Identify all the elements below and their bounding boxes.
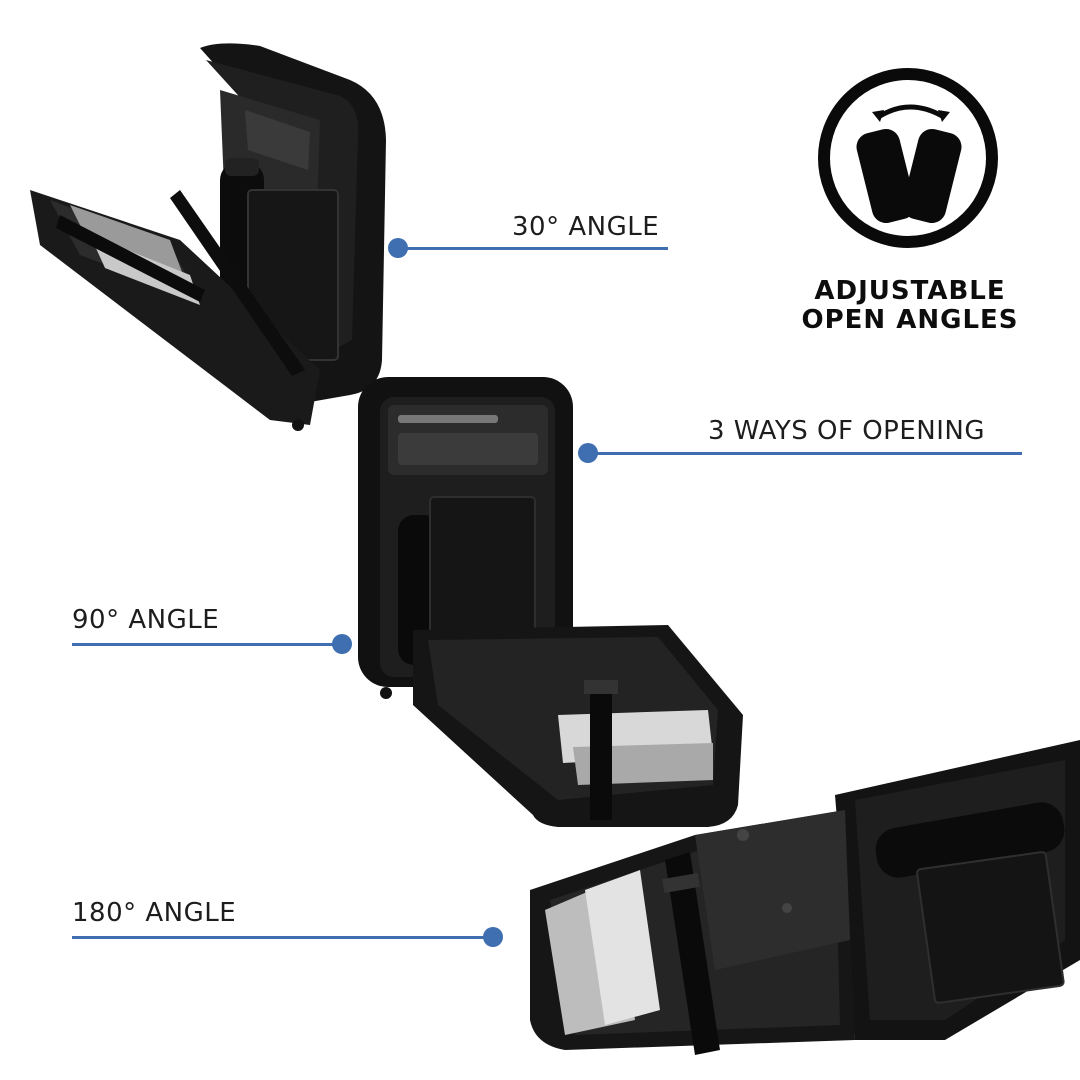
callout-line-30-angle — [398, 247, 668, 250]
callout-dot-180-angle — [483, 927, 503, 947]
callout-dot-30-angle — [388, 238, 408, 258]
backpack-30-degree-photo — [30, 43, 386, 431]
callout-label-30-angle: 30° ANGLE — [512, 212, 660, 242]
callout-line-180-angle — [72, 936, 492, 939]
adjustable-angle-icon — [856, 104, 962, 223]
callout-label-3-ways: 3 WAYS OF OPENING — [708, 416, 985, 446]
backpack-90-degree-photo — [358, 377, 743, 827]
callout-dot-3-ways — [578, 443, 598, 463]
callout-line-90-angle — [72, 643, 342, 646]
badge-title-line2: OPEN ANGLES — [801, 305, 1019, 335]
callout-label-90-angle: 90° ANGLE — [72, 605, 220, 635]
badge-title-line1: ADJUSTABLE — [814, 276, 1006, 306]
callout-line-3-ways — [590, 452, 1022, 455]
callout-dot-90-angle — [332, 634, 352, 654]
callout-label-180-angle: 180° ANGLE — [72, 898, 237, 928]
backpack-180-degree-photo — [530, 740, 1080, 1055]
